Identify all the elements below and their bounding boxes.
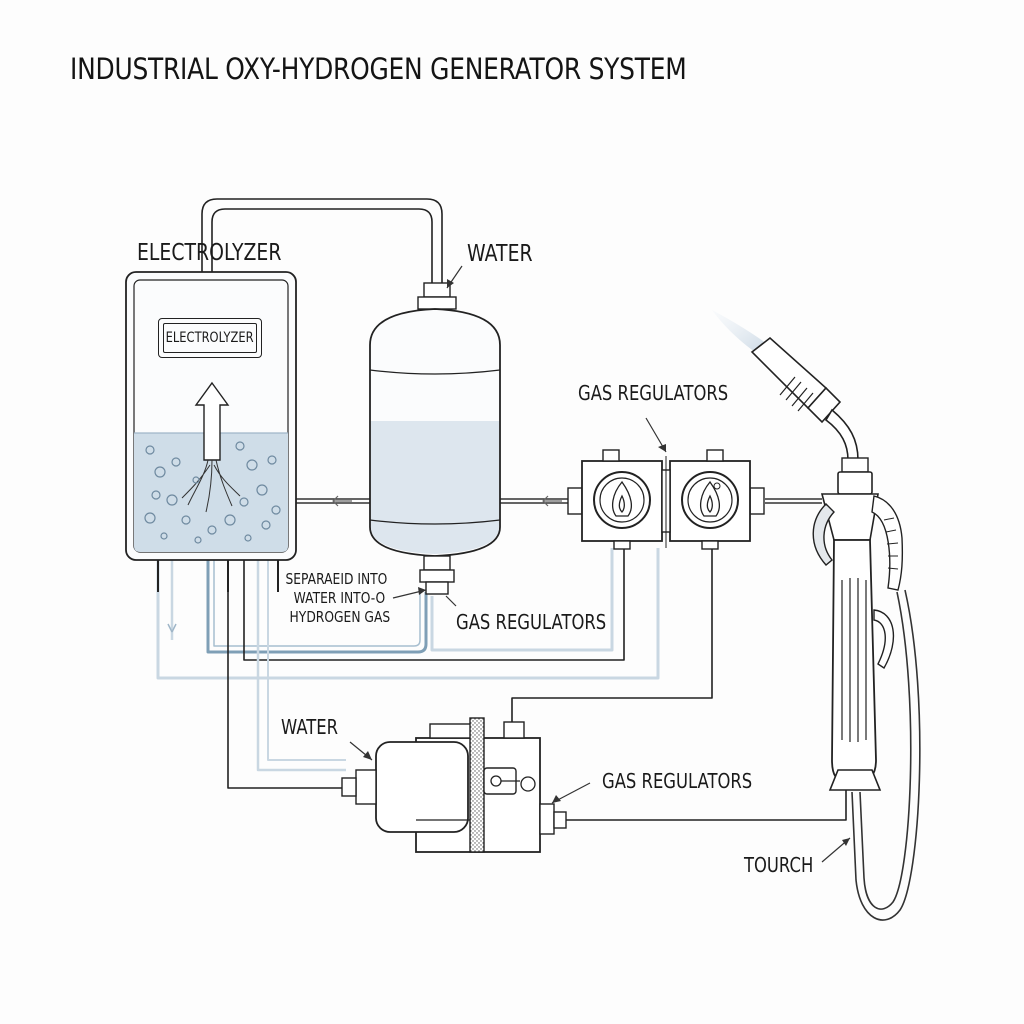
label-water-bottom: WATER — [281, 715, 339, 739]
light-pipe-return — [430, 548, 614, 652]
electrolyzer — [125, 271, 297, 633]
dark-line-left — [227, 560, 346, 789]
bottom-unit-inlet-nozzle — [341, 777, 357, 797]
electrolyzer-nameplate-inner: ELECTROLYZER — [163, 323, 257, 353]
tank-bottom-nut — [419, 569, 455, 583]
label-water-top: WATER — [467, 241, 533, 267]
tank-top-nut — [417, 296, 457, 310]
light-line-bottom-a — [256, 560, 346, 772]
flame-icon-right — [699, 480, 721, 517]
pressure-gauge-left — [593, 471, 651, 529]
regulator-left-port — [567, 487, 583, 515]
dark-line-regulator-loop — [243, 548, 625, 661]
tank-water — [371, 421, 499, 554]
electrode-strands — [181, 459, 241, 513]
water-tank — [369, 282, 501, 595]
tank-top-fitting — [423, 282, 451, 298]
bottom-unit-outlet — [539, 803, 555, 835]
blue-pipe-inner — [213, 560, 421, 647]
tank-lower-seam — [369, 519, 501, 525]
torch-nozzle-tip — [750, 336, 828, 410]
light-line-bottom-b — [267, 560, 346, 761]
torch-lever — [871, 495, 904, 591]
separated-note-line-1: SEPARAEID INTO — [285, 570, 388, 588]
light-pipe-outer — [156, 548, 660, 680]
leader-arrowheads — [363, 279, 850, 846]
torch — [712, 310, 904, 791]
torch-nozzle-rings — [779, 376, 814, 412]
torch-handle — [831, 539, 877, 783]
torch-lever-ridges — [883, 517, 899, 570]
label-gas-regulators-bottom: GAS REGULATORS — [602, 769, 753, 793]
bottom-unit-housing — [375, 741, 469, 833]
torch-trigger — [812, 503, 835, 566]
flow-arrows — [332, 495, 562, 507]
flow-arrow-left-icon — [332, 495, 352, 507]
regulator-bottom-stub-right — [701, 540, 719, 550]
blue-pipe — [206, 560, 428, 654]
torch-side-clip — [873, 609, 895, 669]
label-separated-note: SEPARAEID INTO WATER INTO-O HYDROGEN GAS — [283, 570, 390, 627]
diagram-title: INDUSTRIAL OXY-HYDROGEN GENERATOR SYSTEM — [70, 52, 687, 86]
label-torch: TOURCH — [744, 853, 814, 877]
regulator-right-port — [749, 487, 765, 515]
torch-hose-outer — [851, 589, 921, 921]
down-arrow-icon — [167, 623, 177, 633]
pressure-gauge-left-inner — [599, 477, 645, 523]
piping — [156, 198, 921, 921]
bottom-unit-side-dial — [520, 776, 536, 792]
bottom-unit — [341, 717, 567, 853]
dark-line-to-torch — [565, 790, 847, 821]
regulator-bottom-stub-left — [613, 540, 631, 550]
pressure-gauge-right-inner — [687, 477, 733, 523]
label-gas-regulators-top: GAS REGULATORS — [578, 381, 729, 405]
torch-neck-collar — [841, 457, 869, 473]
torch-nozzle-collar — [806, 386, 842, 424]
regulator-top-knob-right — [706, 449, 724, 462]
bottom-unit-outlet-nozzle — [553, 811, 567, 829]
torch-head-collar — [837, 471, 873, 495]
electrolyzer-nameplate: ELECTROLYZER — [158, 318, 262, 358]
tank-bottom-outlet — [425, 581, 449, 595]
torch-neck — [824, 408, 859, 461]
top-pipe-outer — [201, 198, 443, 283]
torch-handle-end — [828, 769, 882, 791]
torch-grip-grooves — [841, 578, 867, 742]
label-electrolyzer-plate: ELECTROLYZER — [166, 330, 254, 346]
electrolyzer-legs — [157, 560, 279, 592]
bubbles — [144, 441, 281, 544]
torch-hose-inner — [859, 591, 912, 910]
dual-gas-regulator — [567, 449, 765, 550]
tank-upper-seam — [369, 369, 501, 375]
bottom-unit-hatched-bar — [469, 717, 485, 853]
label-electrolyzer: ELECTROLYZER — [137, 240, 282, 266]
top-pipe-inner — [211, 208, 433, 283]
gauge-dot-icon — [713, 482, 721, 490]
dark-line-regulator-right — [511, 548, 713, 722]
label-gas-regulators-mid: GAS REGULATORS — [456, 610, 607, 634]
regulator-top-knob-left — [602, 449, 620, 462]
bottom-unit-inlet — [355, 769, 377, 805]
flame-icon-left — [611, 480, 633, 517]
bottom-unit-top-right — [503, 721, 525, 739]
tank-bottom-fitting — [423, 555, 451, 571]
bottom-unit-knob — [490, 775, 502, 787]
separated-note-line-3: HYDROGEN GAS — [289, 608, 391, 626]
leader-gas-regulators-mid — [445, 595, 457, 607]
pressure-gauge-right — [681, 471, 739, 529]
separated-note-line-2: WATER INTO-O — [293, 589, 386, 607]
flow-arrow-mid-icon — [542, 495, 562, 507]
